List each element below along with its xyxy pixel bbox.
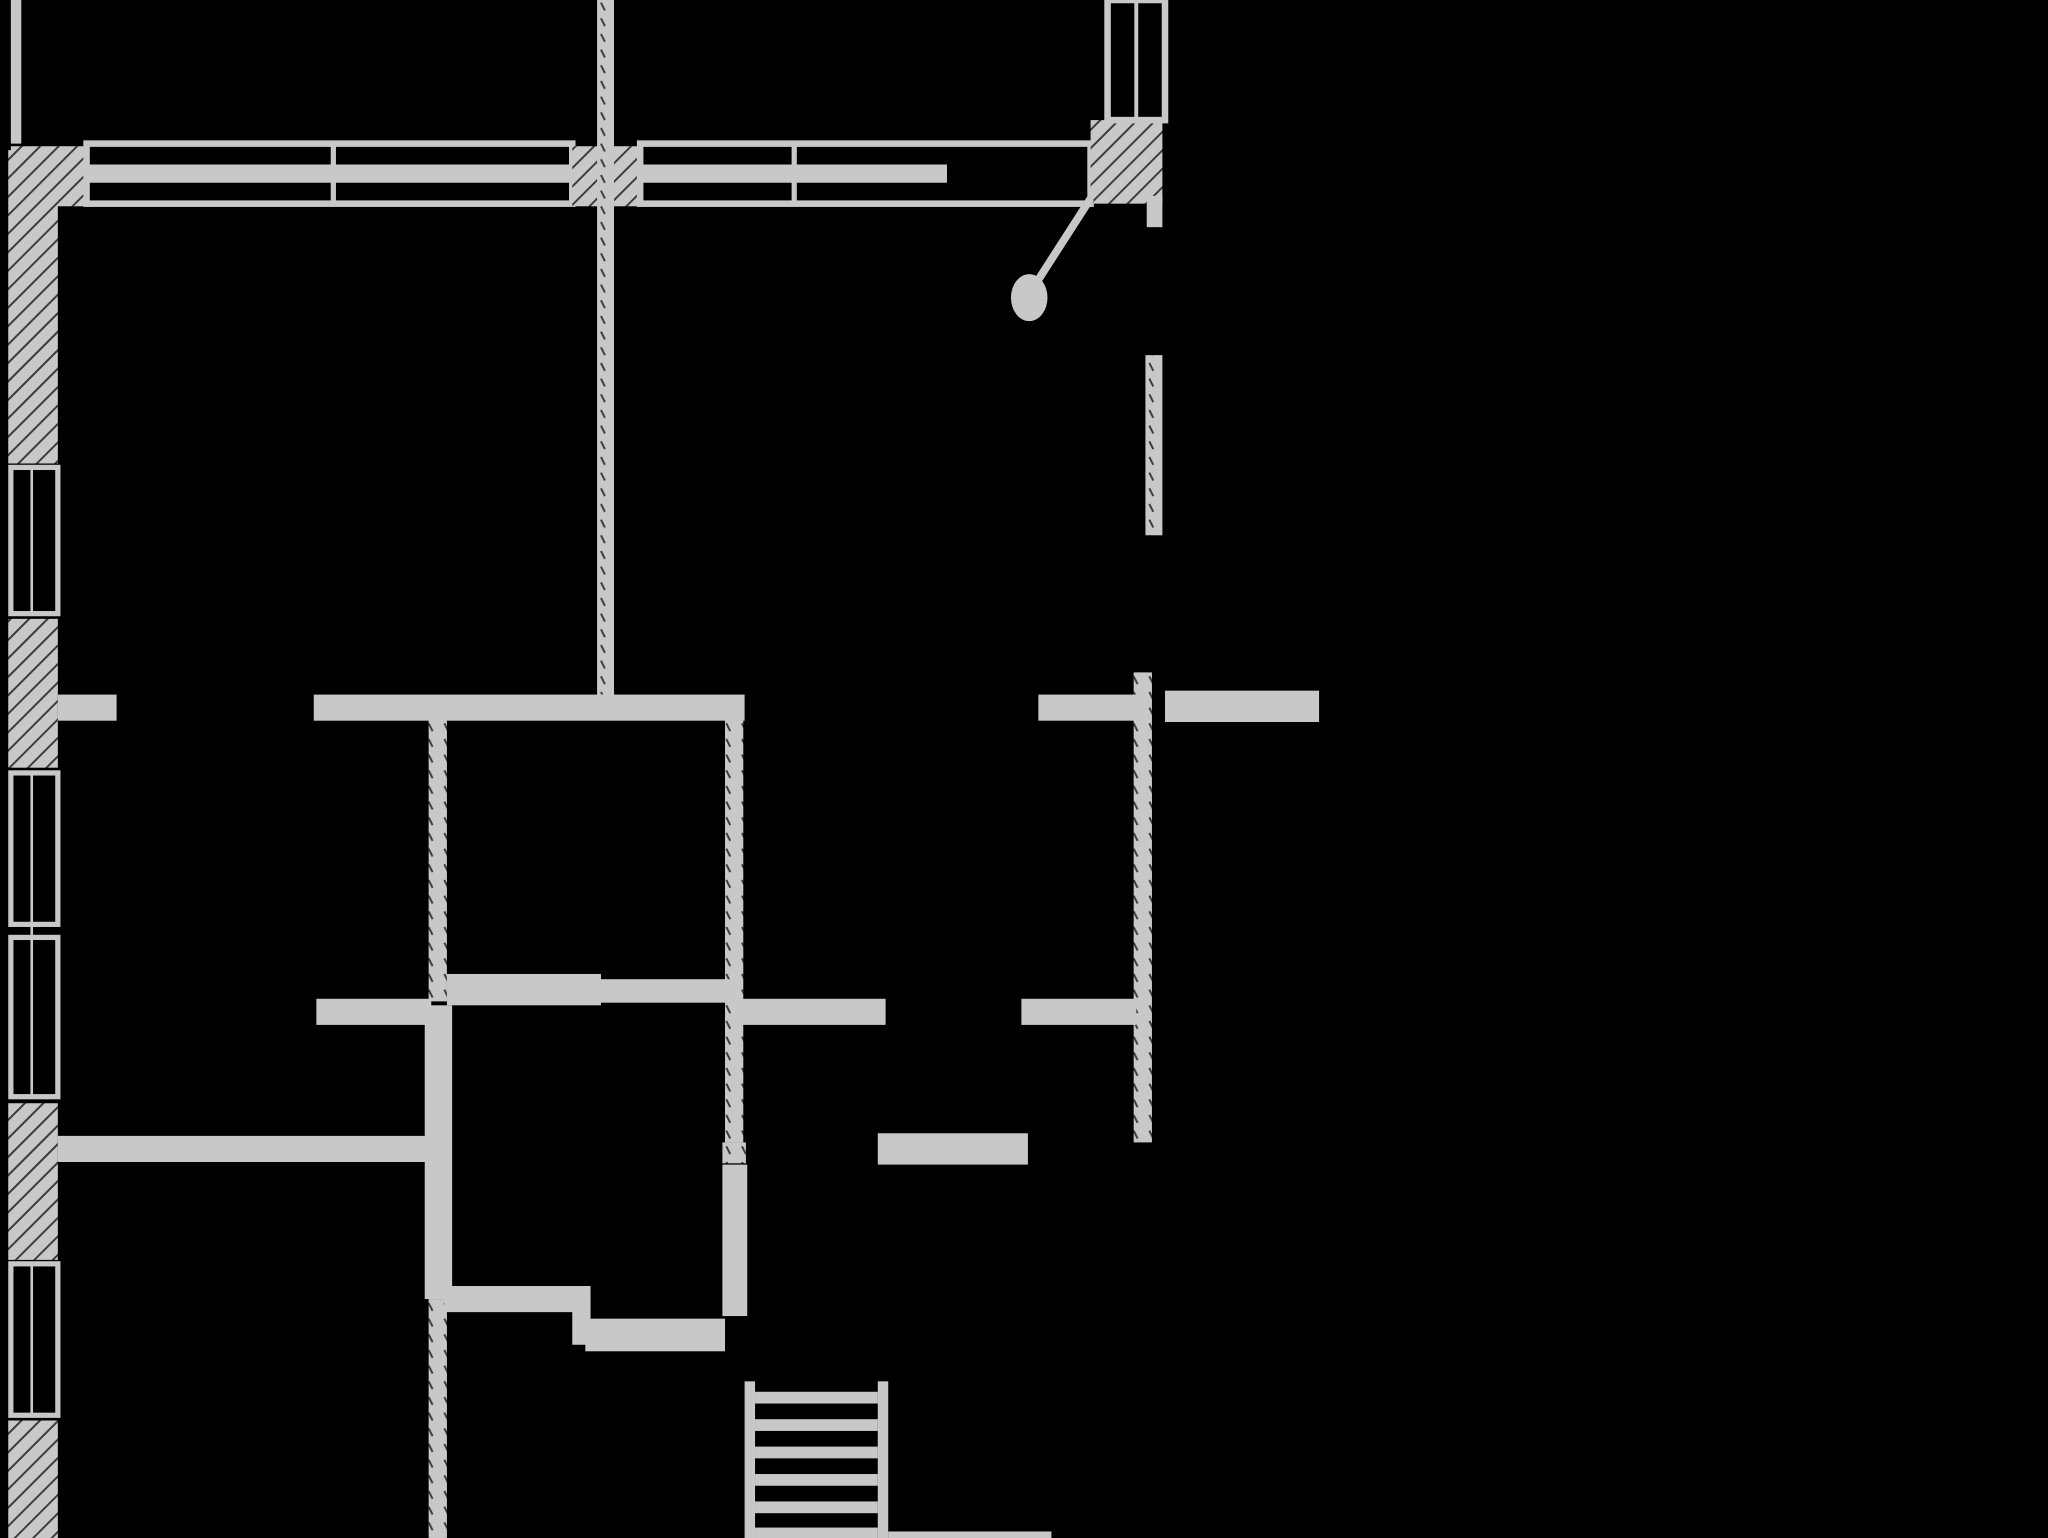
wall xyxy=(1165,690,1320,722)
partition-wall xyxy=(428,711,447,1002)
wall xyxy=(57,1135,427,1162)
interior-partitions xyxy=(428,0,1163,1538)
partition-wall xyxy=(1145,355,1163,536)
wall xyxy=(444,1286,591,1313)
wall xyxy=(446,973,601,1006)
wall xyxy=(424,1005,453,1300)
partition-wall xyxy=(722,1142,746,1164)
wall xyxy=(585,1318,726,1352)
hatched-wall-segment xyxy=(8,1103,58,1260)
stair-tread xyxy=(755,1474,878,1486)
stair-tread xyxy=(755,1419,878,1431)
window-segment xyxy=(8,770,61,927)
stair-tread xyxy=(755,1391,878,1404)
hatched-wall-segment xyxy=(8,618,58,768)
wall xyxy=(1021,998,1137,1025)
window-segment xyxy=(8,934,61,1100)
wall xyxy=(313,694,745,721)
partition-wall xyxy=(428,1299,447,1538)
stair-tread xyxy=(755,1446,878,1459)
partition-wall xyxy=(1133,672,1152,1143)
wall xyxy=(722,1164,748,1317)
staircase xyxy=(744,1381,1052,1538)
hatched-wall-segment xyxy=(8,1420,58,1538)
left-exterior-wall xyxy=(8,0,61,1538)
partition-wall xyxy=(597,0,615,699)
window-segment xyxy=(636,140,1094,207)
wall xyxy=(57,694,117,721)
stair-tread xyxy=(755,1501,878,1514)
solid-walls xyxy=(57,690,1320,1352)
wall xyxy=(738,998,886,1025)
window-segment xyxy=(8,1261,61,1418)
door-swing xyxy=(1010,196,1094,322)
wall xyxy=(600,979,732,1003)
wall xyxy=(877,1133,1028,1165)
wall xyxy=(316,998,432,1025)
window-segment xyxy=(8,464,61,617)
wall xyxy=(1038,694,1143,721)
stair-tread xyxy=(755,1527,878,1538)
partition-wall xyxy=(725,698,744,1143)
